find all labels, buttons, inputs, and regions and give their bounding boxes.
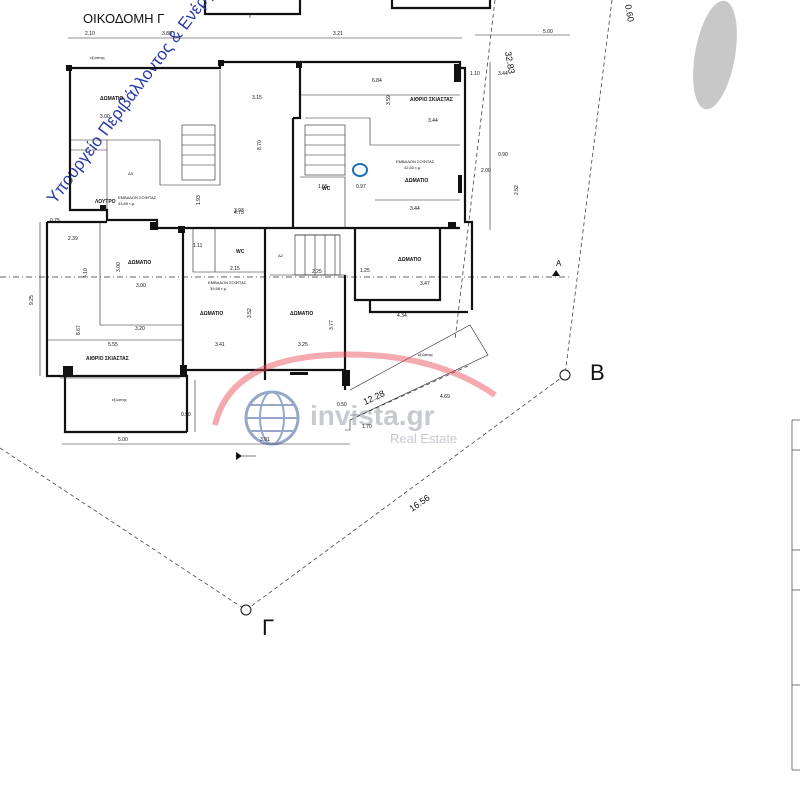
dim-label: 2.10 bbox=[85, 31, 95, 37]
room-label-d3: Δ3 bbox=[128, 171, 134, 176]
dim-label: 3.21 bbox=[333, 31, 343, 37]
area-label-2: ΕΜΒΑΔΟΝ ΣΟΦΙΤΑΣ bbox=[118, 195, 157, 200]
dim-label: 3.93 bbox=[234, 208, 244, 214]
section-cut-arrow bbox=[236, 452, 242, 460]
room-label-d2: Δ2 bbox=[278, 253, 284, 258]
room-label-atrio-1: ΑΙΘΡΙΟ ΣΚΙΑΣΤΑΣ bbox=[410, 97, 453, 103]
room-label-wc-1: WC bbox=[322, 186, 331, 192]
room-label-atrio-2: ΑΙΘΡΙΟ ΣΚΙΑΣΤΑΣ bbox=[86, 356, 129, 362]
dim-label: 3.44 bbox=[498, 71, 508, 77]
stair-2 bbox=[304, 124, 346, 176]
dim-label-v: 3.00 bbox=[116, 262, 122, 272]
room-label-3: ΔΩΜΑΤΙΟ bbox=[128, 260, 151, 266]
dim-label: 0.90 bbox=[181, 412, 191, 418]
stair-3 bbox=[294, 234, 341, 276]
dim-label: 3.00 bbox=[136, 283, 146, 289]
dim-label: 0.97 bbox=[356, 184, 366, 190]
dim-label-v: 3.77 bbox=[329, 320, 335, 330]
room-label-exostis-2: εξώστης bbox=[418, 352, 433, 357]
room-label-4: ΔΩΜΑΤΙΟ bbox=[398, 257, 421, 263]
dim-label: 3.20 bbox=[135, 326, 145, 332]
section-arrow-a bbox=[552, 270, 560, 276]
dim-label: 1.25 bbox=[360, 268, 370, 274]
dim-label: 1.11 bbox=[193, 243, 203, 249]
right-edge-frame bbox=[791, 419, 800, 771]
dim-label-v: 2.52 bbox=[514, 185, 520, 195]
area-value-1: 42,83 τ.μ. bbox=[404, 165, 421, 170]
top-plan-remnant bbox=[203, 0, 492, 18]
dim-label: 4.34 bbox=[397, 313, 407, 319]
dim-label: 3.44 bbox=[428, 118, 438, 124]
dim-label: 3.00 bbox=[100, 114, 110, 120]
area-value-2: 43,89 τ.μ. bbox=[118, 201, 135, 206]
room-label-2: ΔΩΜΑΤΙΟ bbox=[405, 178, 428, 184]
boundary-dim-1: 32.83 bbox=[503, 51, 517, 75]
building-title: ΟΙΚΟΔΟΜΗ Γ bbox=[83, 11, 164, 26]
point-g-label: Γ bbox=[262, 615, 274, 640]
dim-label: 3.91 bbox=[260, 437, 270, 443]
property-boundary bbox=[0, 0, 613, 616]
room-label-5: ΔΩΜΑΤΙΟ bbox=[200, 311, 223, 317]
dim-label: 2.00 bbox=[481, 168, 491, 174]
boundary-dim-4: 0.60 bbox=[623, 4, 636, 23]
watermark-brand: invista.gr bbox=[310, 400, 435, 431]
dim-label: 6.84 bbox=[372, 78, 382, 84]
dim-label: 0.50 bbox=[337, 402, 347, 408]
structural-columns bbox=[63, 60, 462, 386]
dim-label: 4.69 bbox=[440, 394, 450, 400]
section-a-label: A bbox=[556, 259, 562, 268]
dim-label: 5.00 bbox=[543, 29, 553, 35]
watermark-sub: Real Estate bbox=[390, 431, 457, 446]
dim-label: 1.70 bbox=[362, 424, 372, 430]
dim-label-v: 8.70 bbox=[257, 140, 263, 150]
area-label-1: ΕΜΒΑΔΟΝ ΣΟΦΙΤΑΣ bbox=[396, 159, 435, 164]
dim-label: 5.00 bbox=[118, 437, 128, 443]
room-label-6: ΔΩΜΑΤΙΟ bbox=[290, 311, 313, 317]
dim-label: 2.15 bbox=[230, 266, 240, 272]
dim-label: 3.25 bbox=[298, 342, 308, 348]
dim-label: 5.55 bbox=[108, 342, 118, 348]
vertical-dimension-labels: 8.70 3.59 2.52 8.67 9.25 4.10 3.77 3.52 … bbox=[29, 95, 520, 335]
balconies bbox=[60, 324, 489, 432]
dim-label-v: 3.52 bbox=[247, 308, 253, 318]
dim-label-v: 1.93 bbox=[196, 195, 202, 205]
dim-label-v: 9.25 bbox=[29, 295, 35, 305]
scan-smudge bbox=[693, 0, 737, 110]
dim-label: 3.47 bbox=[420, 281, 430, 287]
room-label-exostis-1: εξώστης bbox=[112, 397, 127, 402]
dim-label-v: 4.10 bbox=[83, 268, 89, 278]
area-value-3: 39,58 τ.μ. bbox=[210, 286, 227, 291]
room-label-1: ΔΩΜΑΤΙΟ bbox=[100, 96, 123, 102]
dim-label: 2.25 bbox=[312, 269, 322, 275]
dim-label: 2.39 bbox=[68, 236, 78, 242]
dim-label: 0.90 bbox=[498, 152, 508, 158]
dim-label-v: 3.59 bbox=[386, 95, 392, 105]
markup-circle bbox=[352, 163, 368, 177]
dim-label-v: 8.67 bbox=[76, 325, 82, 335]
dimension-lines bbox=[39, 34, 570, 445]
dim-label: 3.41 bbox=[215, 342, 225, 348]
boundary-dim-2: 16.56 bbox=[407, 493, 431, 514]
area-label-3: ΕΜΒΑΔΟΝ ΣΟΦΙΤΑΣ bbox=[208, 280, 247, 285]
dim-label: 1.55 bbox=[318, 184, 328, 190]
dim-label: 1.10 bbox=[470, 71, 480, 77]
room-label-wc-2: WC bbox=[236, 249, 245, 255]
stair-1 bbox=[181, 124, 216, 181]
dim-label: 4.73 bbox=[234, 210, 244, 216]
dim-label: 3.88 bbox=[162, 31, 172, 37]
dimension-labels: 2.10 3.88 3.21 6.84 3.15 3.44 3.44 1.10 … bbox=[50, 29, 553, 443]
dim-label: 3.15 bbox=[252, 95, 262, 101]
dim-label: 3.44 bbox=[410, 206, 420, 212]
dim-label: 0.75 bbox=[50, 218, 60, 224]
room-label-exostis-3: εξώστης bbox=[90, 55, 105, 60]
point-b-label: B bbox=[590, 360, 605, 385]
room-label-loutro: ΛΟΥΤΡΟ bbox=[95, 199, 116, 205]
